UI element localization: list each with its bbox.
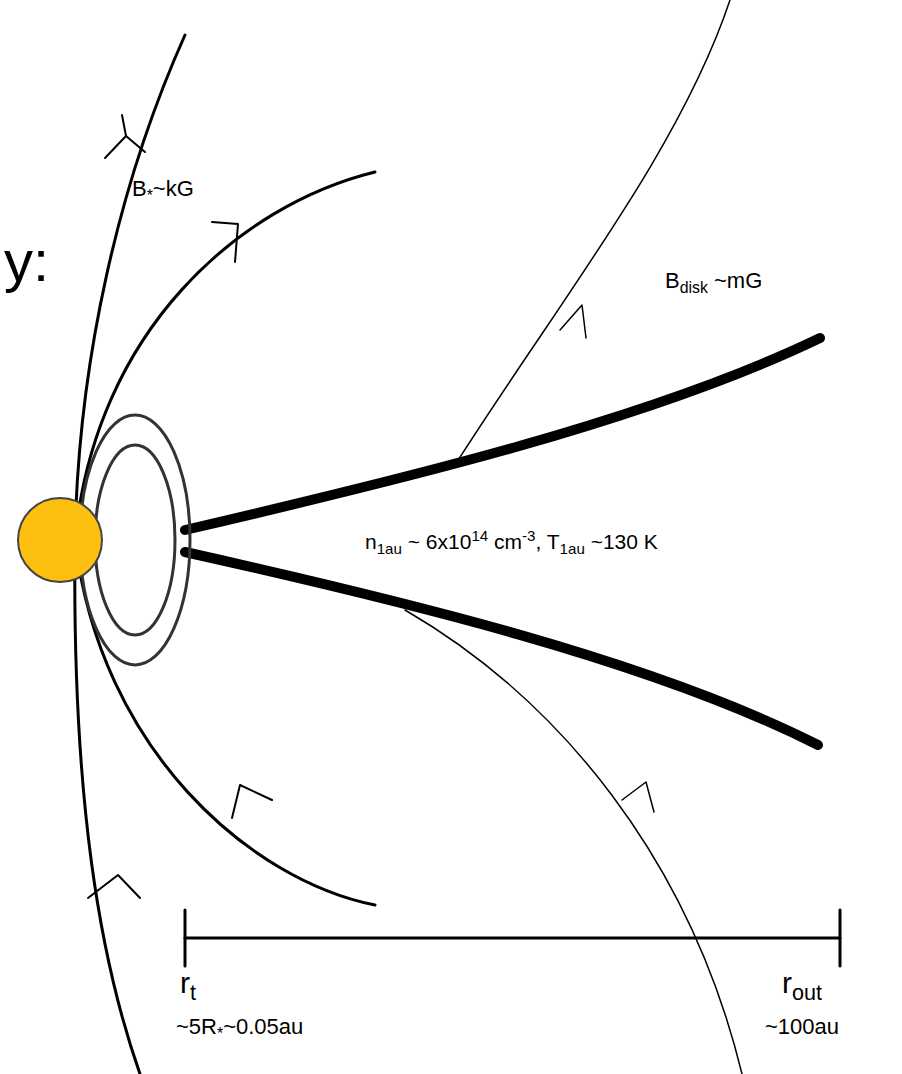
label-group: B*~kG (132, 178, 194, 204)
annotation-text: ~mG (708, 268, 762, 293)
annotation-text: y: (4, 228, 49, 293)
scale-tick (839, 910, 842, 966)
annotation-text: 1au (377, 540, 402, 557)
label-group: Bdisk ~mG (665, 270, 762, 296)
annotation-text: ~ 6x10 (402, 530, 471, 553)
annotation-text: 1au (560, 540, 585, 557)
label-group: ~100au (765, 1016, 839, 1038)
stellar-field-line (75, 172, 375, 540)
annotation-text: ~5R (176, 1014, 217, 1039)
annotation-text: , T (535, 530, 559, 553)
star (18, 498, 102, 582)
annotation-text: * (147, 187, 153, 204)
annotation-text: ~100au (765, 1014, 839, 1039)
field-arrow (88, 875, 140, 898)
field-arrow (622, 782, 654, 812)
annotation-text: r (782, 966, 792, 999)
field-arrow (232, 785, 272, 818)
label-group: rt (180, 968, 196, 1004)
annotation-text: ~0.05au (223, 1014, 303, 1039)
disk-surface (185, 552, 818, 745)
annotation-text: r (180, 966, 190, 999)
annotation-text: 14 (471, 527, 488, 544)
annotation-text: disk (680, 279, 708, 296)
annotation-text: n (365, 530, 377, 553)
inner-ring (95, 445, 175, 635)
stellar-field-line (75, 540, 140, 1074)
annotation-text: -3 (522, 527, 535, 544)
annotation-text: t (190, 980, 196, 1005)
disk-field-line (405, 610, 742, 1074)
field-arrow (122, 115, 126, 136)
label-group: y: (4, 232, 49, 290)
label-group: rout (782, 968, 822, 1004)
annotation-text: cm (488, 530, 522, 553)
scale-tick (184, 910, 187, 966)
annotation-text: * (217, 1025, 223, 1042)
label-group: ~5R*~0.05au (176, 1016, 303, 1042)
stellar-field-line (75, 540, 375, 905)
annotation-text: out (792, 980, 822, 1005)
field-arrow (105, 136, 145, 158)
annotation-text: B (132, 176, 147, 201)
annotation-text: ~kG (153, 176, 194, 201)
scale-bar (185, 937, 840, 940)
annotation-text: ~130 K (585, 530, 658, 553)
field-arrow (560, 305, 586, 338)
disk-surface (185, 338, 820, 530)
annotation-text: B (665, 268, 680, 293)
field-arrow (212, 222, 238, 262)
label-group: n1au ~ 6x1014 cm-3, T1au ~130 K (365, 528, 658, 556)
